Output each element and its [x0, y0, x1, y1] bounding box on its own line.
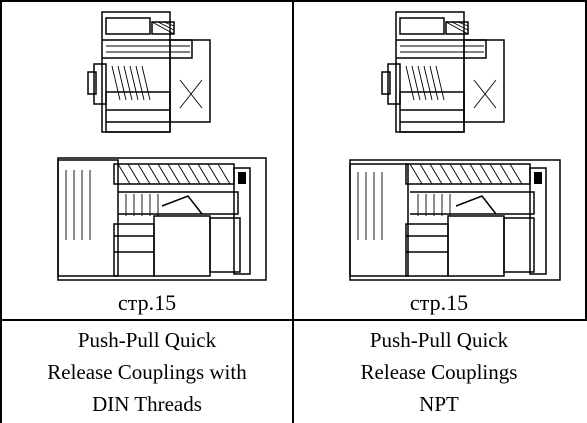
coupling-npt-illustration	[296, 0, 586, 320]
description-din-line-1: Push-Pull Quick	[77, 328, 217, 352]
description-din-line-2: Release Couplings with	[47, 360, 247, 384]
description-din: Push-Pull Quick Release Couplings with D…	[2, 324, 292, 420]
coupling-npt-diagram	[349, 11, 561, 281]
description-npt-line-1: Push-Pull Quick	[369, 328, 509, 352]
page-reference-npt: стр.15	[409, 290, 469, 315]
coupling-din-diagram	[57, 11, 267, 281]
table-column-divider	[292, 0, 294, 423]
description-npt-line-2: Release Couplings	[360, 360, 518, 384]
table-row-divider	[0, 319, 587, 321]
table-border-right	[585, 0, 587, 320]
description-npt-line-3: NPT	[419, 392, 459, 416]
description-npt: Push-Pull Quick Release Couplings NPT	[294, 324, 584, 420]
table-border-left	[0, 0, 2, 423]
description-din-line-3: DIN Threads	[92, 392, 202, 416]
page-reference-din: стр.15	[117, 290, 177, 315]
coupling-din-illustration	[2, 0, 292, 320]
